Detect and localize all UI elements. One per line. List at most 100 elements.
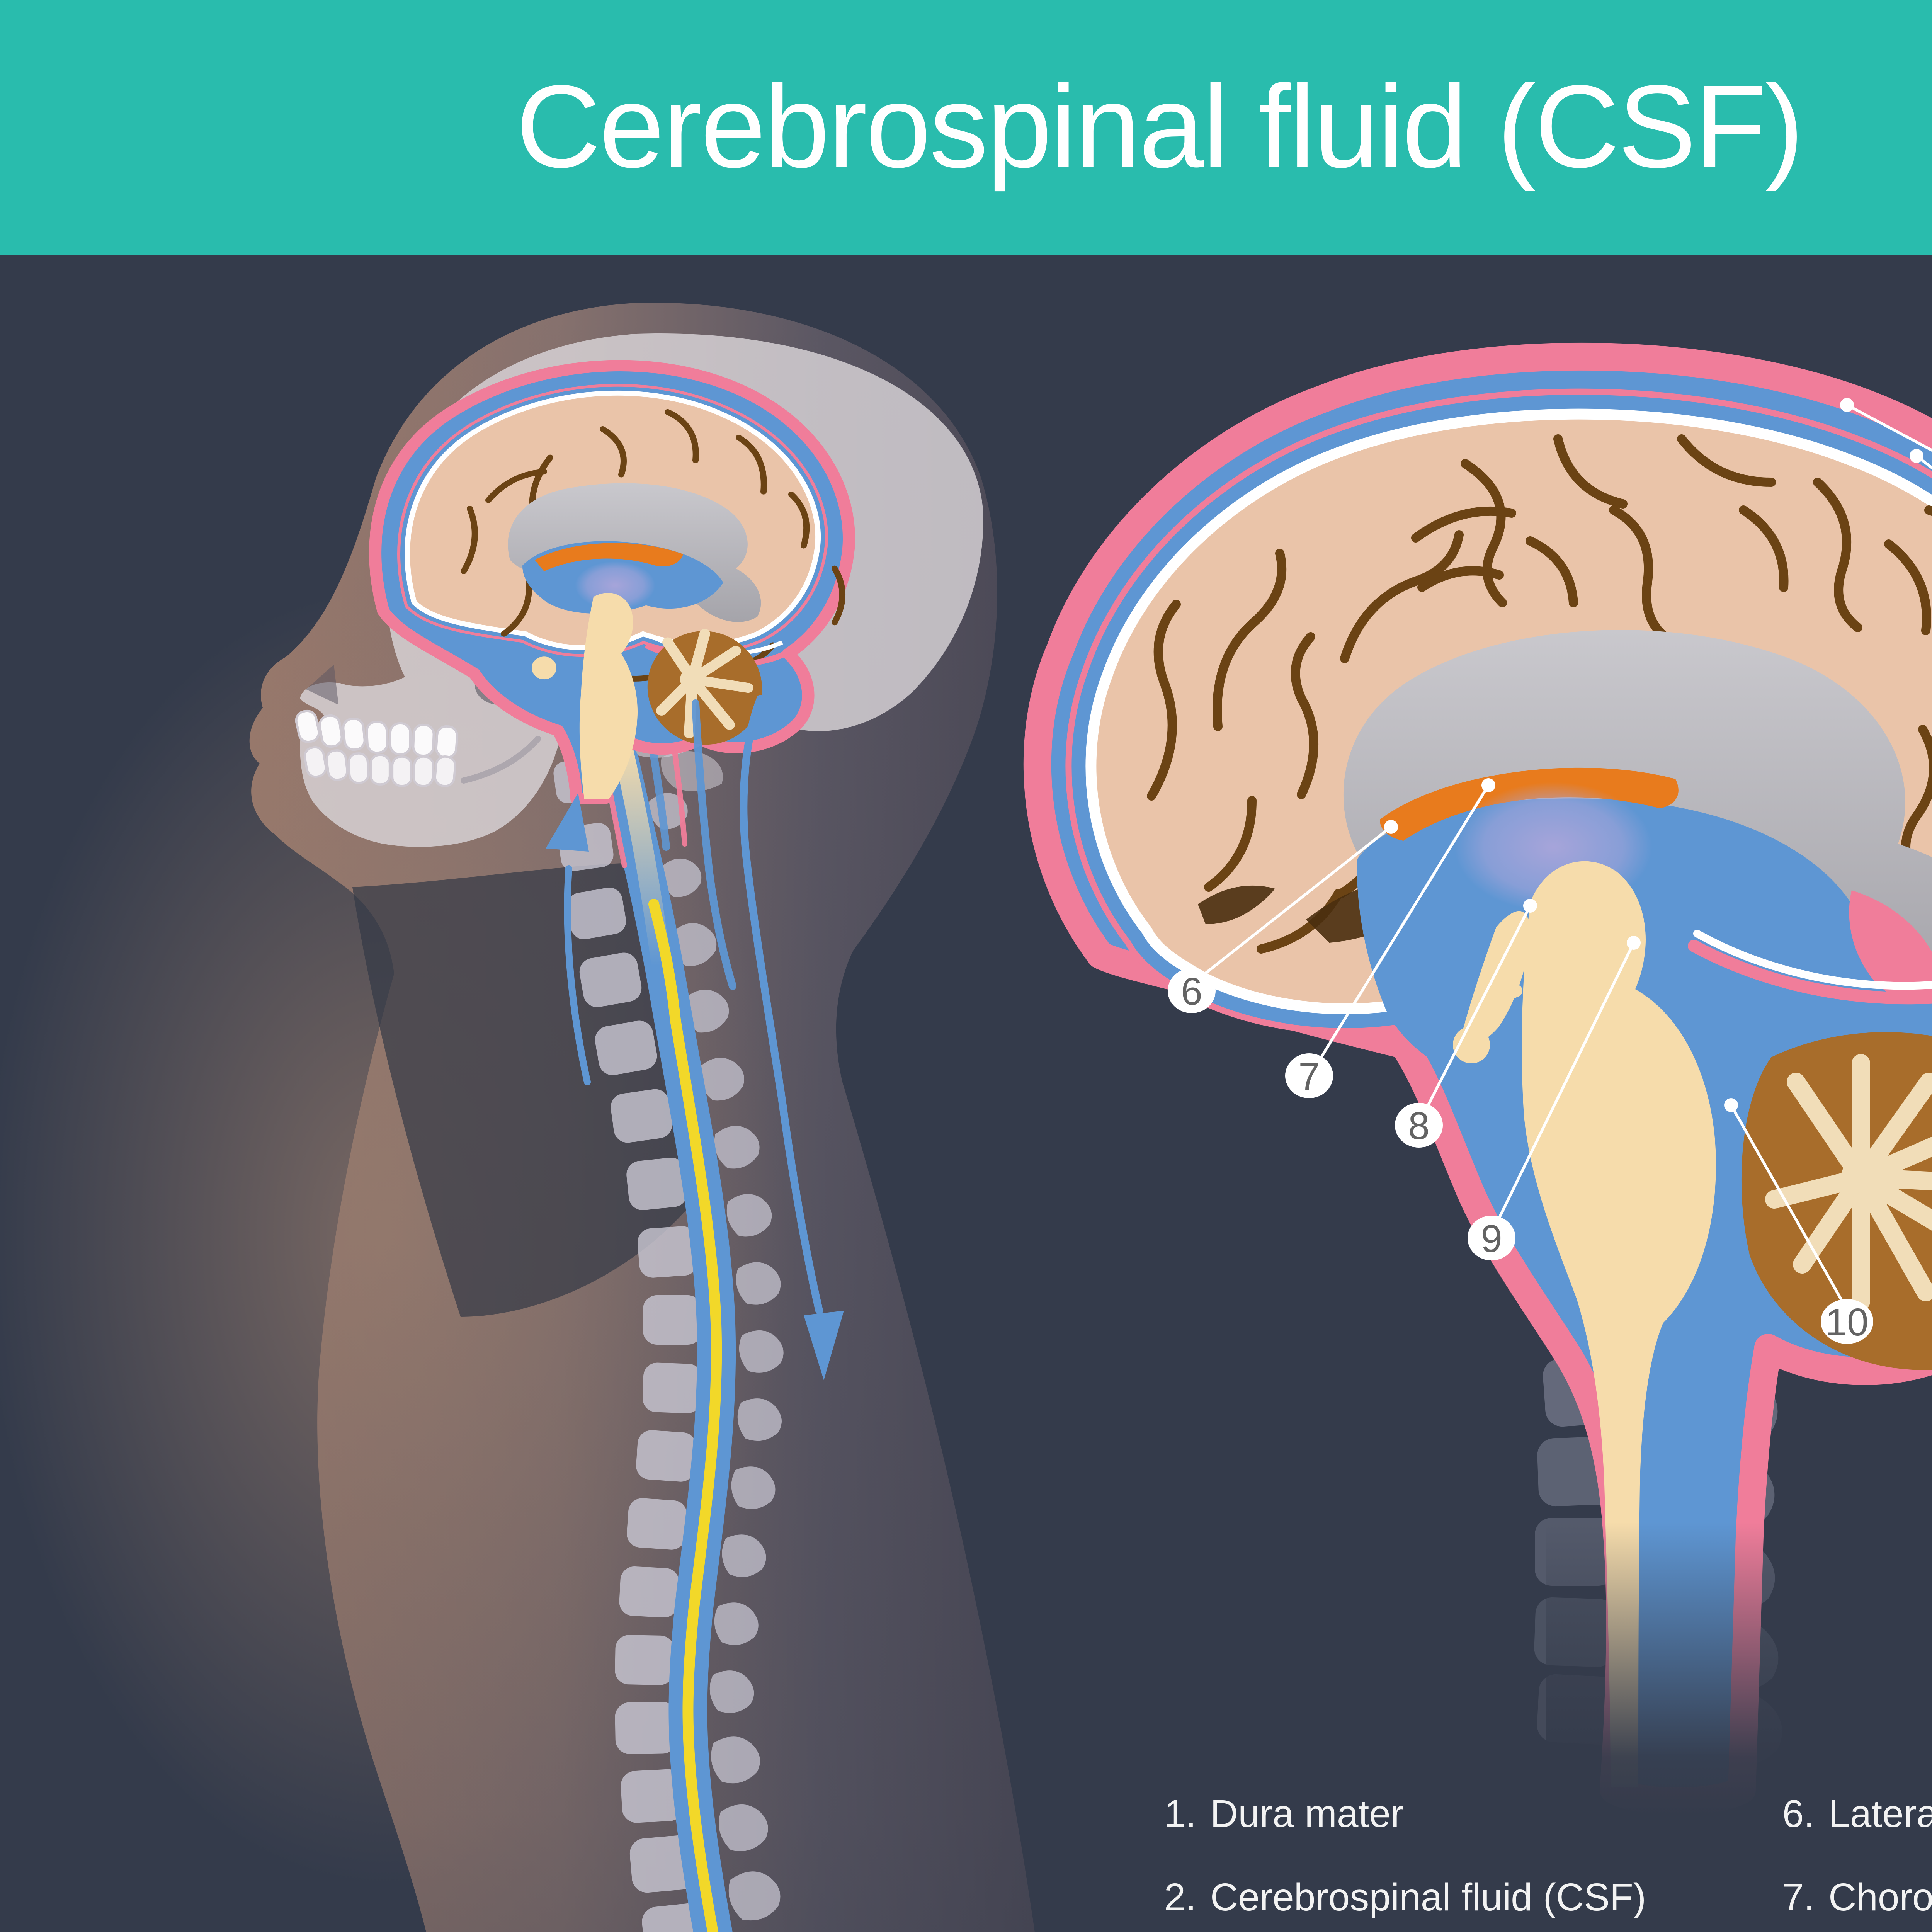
brainstem — [1522, 861, 1716, 1787]
flow-down-arrow-tail — [740, 695, 823, 1315]
callout-circle-8 — [1395, 1103, 1443, 1148]
sulcus-line — [1291, 632, 1318, 799]
flow-inner-curve — [692, 699, 736, 990]
page-title: Cerebrospinal fluid (CSF) — [516, 61, 1804, 192]
callout-number-10: 10 — [1825, 1301, 1868, 1344]
leader-line — [1730, 1104, 1844, 1302]
leader-dot — [1724, 1098, 1738, 1112]
callout-number-7: 7 — [1298, 1055, 1320, 1098]
leader-dot — [1840, 398, 1854, 412]
legend-label: Cerebrospinal fluid (CSF) — [1210, 1876, 1646, 1920]
pituitary-stalk — [1475, 985, 1522, 1032]
legend-number: 1. — [1164, 1793, 1196, 1836]
callout-circle-6 — [1168, 968, 1216, 1013]
tentorium-pia-line — [1693, 930, 1932, 990]
legend-item-dura-mater: 1. Dura mater — [1144, 1774, 1646, 1857]
leader-line — [1846, 403, 1932, 452]
sulcus-line — [832, 565, 845, 626]
sulcus-line — [788, 492, 810, 549]
sulcus-line — [1526, 536, 1578, 607]
mini-arbor-hub — [680, 668, 705, 691]
leader-line — [1425, 905, 1532, 1109]
vertebra-body — [609, 1087, 674, 1145]
leader-line — [1200, 826, 1392, 978]
legend-label: Dura mater — [1210, 1793, 1404, 1836]
sulcus-line — [1213, 549, 1287, 731]
callout-circle-10 — [1821, 1299, 1873, 1344]
leader-dot — [1481, 778, 1495, 792]
callout-circle-7 — [1285, 1053, 1333, 1098]
legend-number: 6. — [1782, 1793, 1815, 1836]
figure-brain-section: 1 2 3 4 5 6 7 8 9 10 — [1023, 342, 1932, 1816]
mini-pituitary — [532, 656, 556, 680]
callout-dots — [1384, 398, 1923, 1112]
hypothalamus — [1462, 911, 1530, 1043]
legend-label: Lateral Ventricle — [1828, 1793, 1932, 1836]
flow-up-arrow-head — [546, 793, 589, 852]
central-canal-split — [1666, 1335, 1694, 1471]
pituitary-gland — [1453, 1026, 1490, 1063]
tentorium — [1688, 940, 1932, 1005]
leader-dot — [1910, 449, 1923, 463]
sulcus-line — [1813, 478, 1862, 632]
callout-circle-9 — [1468, 1216, 1515, 1260]
callout-lines — [1200, 403, 1932, 1302]
sulcus-line — [485, 469, 547, 503]
leader-dot — [1627, 936, 1641, 950]
callout-number-9: 9 — [1481, 1217, 1502, 1260]
arbor-branch — [1852, 1168, 1932, 1301]
legend-number: 2. — [1164, 1876, 1196, 1920]
mini-brain — [369, 360, 855, 804]
arbor-branch — [1852, 1168, 1932, 1190]
arbor-branch — [1852, 1168, 1932, 1231]
sulcus-line — [1884, 539, 1931, 635]
sulcus-line — [1340, 530, 1464, 663]
spinal-cord — [648, 899, 722, 1932]
arbor-branch — [1852, 1136, 1932, 1187]
callout-badges: 1 2 3 4 5 6 7 8 9 10 — [1168, 968, 1873, 1344]
legend-column-right: 6. Lateral Ventricle 7. Choroid plexus 8… — [1743, 1774, 1932, 1932]
callout-number-8: 8 — [1408, 1104, 1430, 1148]
flow-up-arrow-tail — [564, 865, 591, 1085]
legend-number: 7. — [1782, 1876, 1815, 1920]
sulcus-line — [1609, 505, 1674, 645]
nasal-aperture — [306, 665, 338, 705]
sulcus-line — [600, 426, 627, 478]
flow-down-arrow-head — [804, 1311, 844, 1380]
legend-item-csf: 2. Cerebrospinal fluid (CSF) — [1144, 1857, 1646, 1932]
figure-head-and-spine — [0, 303, 1035, 1932]
sulcus-line — [665, 409, 699, 463]
vertebra-body — [614, 1634, 675, 1685]
leader-line — [1317, 784, 1490, 1063]
vertebra-body — [626, 1497, 688, 1551]
sulcus-line — [1739, 505, 1789, 592]
csf-flow-arrows — [546, 695, 844, 1380]
legend-item-choroid-plexus: 7. Choroid plexus — [1743, 1857, 1932, 1932]
mini-brainstem — [579, 593, 638, 799]
sulcus-line — [1204, 796, 1257, 892]
sulcus-line — [461, 506, 478, 574]
sulcus-line — [736, 435, 767, 495]
dural-fold — [1849, 890, 1932, 1004]
jaw-line — [461, 736, 541, 784]
legend-column-left: 1. Dura mater 2. Cerebrospinal fluid (CS… — [1144, 1774, 1646, 1932]
sulcus-line — [1417, 566, 1504, 592]
vertebra-body — [635, 1429, 697, 1483]
mini-choroid-plexus — [535, 543, 683, 571]
leader-dot — [1384, 820, 1398, 834]
vertebra-body — [643, 1295, 702, 1345]
vertebra-body — [615, 1701, 677, 1755]
leader-dot — [1523, 899, 1537, 913]
arbor-vitae-hub — [1841, 1158, 1881, 1198]
sulcus-line — [501, 580, 532, 637]
canal-fade — [1546, 1522, 1832, 1816]
callout-number-6: 6 — [1181, 970, 1202, 1013]
sulcus-line — [1147, 600, 1181, 801]
sulcus-line — [1677, 434, 1776, 487]
leader-line — [1496, 942, 1635, 1222]
choroid-plexus — [1380, 767, 1679, 841]
sulcus-line — [1461, 459, 1507, 607]
